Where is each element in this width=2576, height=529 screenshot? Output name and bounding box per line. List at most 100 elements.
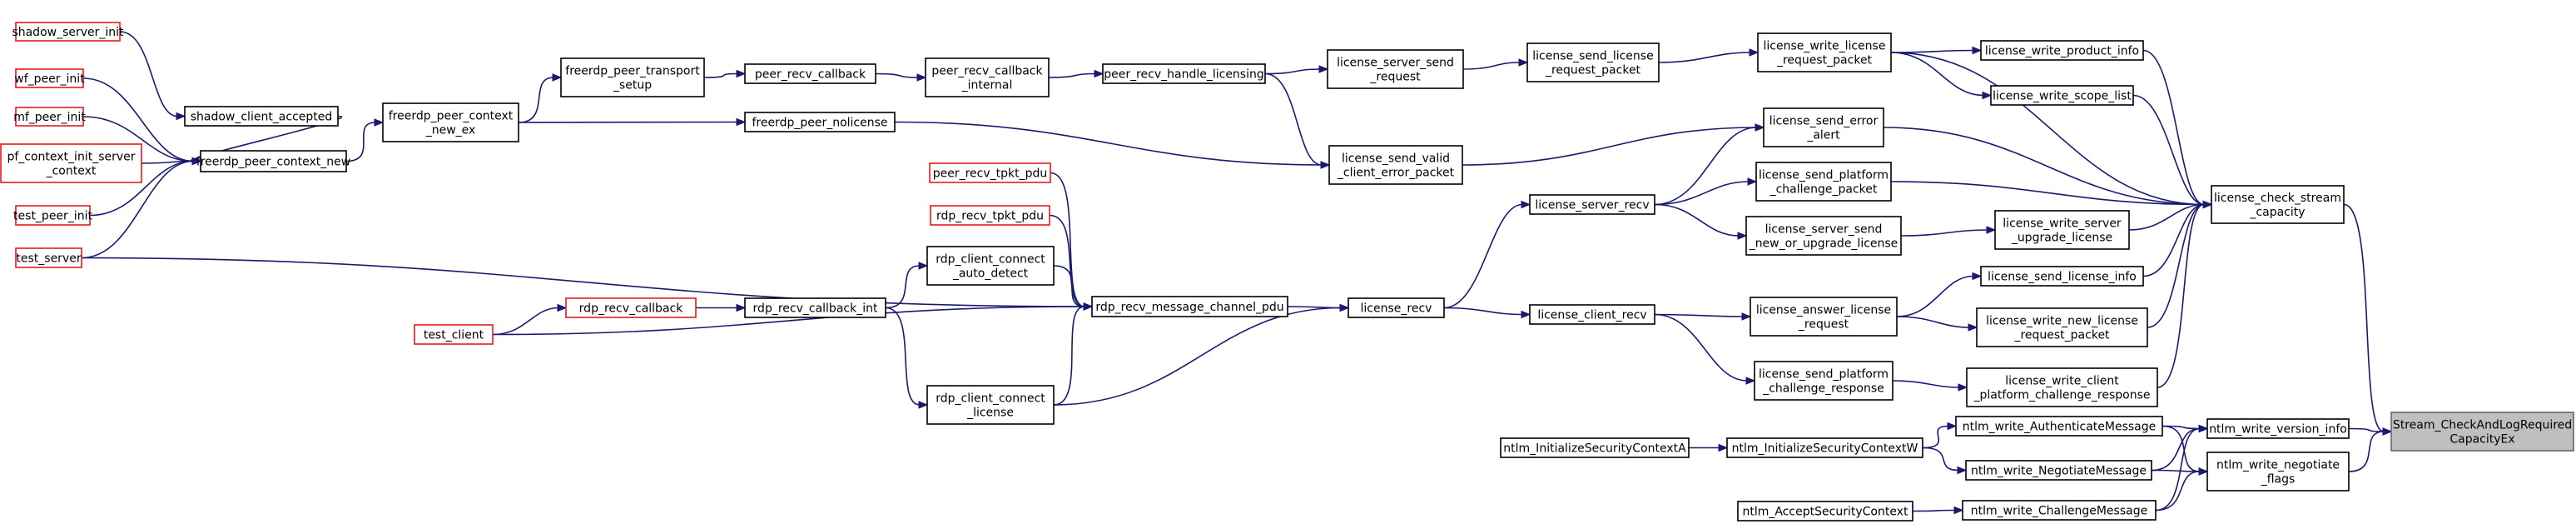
node-box[interactable] [1348, 297, 1445, 318]
node-license_write_product_info[interactable]: license_write_product_info [1980, 40, 2144, 61]
node-ntlm_write_negotiate_flags[interactable]: ntlm_write_negotiate_flags [2206, 452, 2350, 492]
node-license_send_license_info[interactable]: license_send_license_info [1980, 266, 2144, 287]
node-box[interactable] [184, 106, 339, 127]
node-peer_recv_callback_internal[interactable]: peer_recv_callback_internal [925, 57, 1050, 97]
node-test_client[interactable]: test_client [414, 324, 494, 345]
node-box[interactable] [1755, 162, 1892, 202]
node-freerdp_peer_transport_setup[interactable]: freerdp_peer_transport_setup [560, 57, 705, 97]
node-box[interactable] [200, 150, 347, 172]
node-license_check_stream_capacity[interactable]: license_check_stream_capacity [2211, 185, 2345, 224]
node-box[interactable] [925, 57, 1050, 97]
node-box[interactable] [930, 205, 1050, 226]
node-pf_context_init_server_context[interactable]: pf_context_init_server_context [0, 143, 142, 183]
node-box[interactable] [744, 63, 876, 84]
node-box[interactable] [565, 297, 697, 318]
node-box[interactable] [1745, 216, 1902, 256]
node-ntlm_InitializeSecurityContextW[interactable]: ntlm_InitializeSecurityContextW [1726, 437, 1923, 458]
node-ntlm_write_AuthenticateMessage[interactable]: ntlm_write_AuthenticateMessage [1955, 416, 2163, 437]
node-peer_recv_handle_licensing[interactable]: peer_recv_handle_licensing [1102, 63, 1266, 84]
node-box[interactable] [1529, 304, 1655, 325]
node-shadow_server_init[interactable]: shadow_server_init [12, 22, 124, 42]
node-ntlm_write_ChallengeMessage[interactable]: ntlm_write_ChallengeMessage [1962, 500, 2157, 521]
node-box[interactable] [1526, 42, 1660, 82]
node-box[interactable] [1962, 500, 2157, 521]
node-box[interactable] [1737, 501, 1913, 522]
node-mf_peer_init[interactable]: mf_peer_init [13, 107, 86, 127]
node-license_send_error_alert[interactable]: license_send_error_alert [1763, 107, 1884, 147]
node-rdp_client_connect_license[interactable]: rdp_client_connect_license [926, 385, 1055, 425]
node-license_write_new_license_request_packet[interactable]: license_write_new_license_request_packet [1976, 307, 2148, 347]
node-box[interactable] [1976, 307, 2148, 347]
node-box[interactable] [1726, 437, 1923, 458]
node-wf_peer_init[interactable]: wf_peer_init [14, 68, 85, 88]
node-box[interactable] [926, 385, 1055, 425]
node-box[interactable] [1763, 107, 1884, 147]
node-box[interactable] [0, 143, 142, 183]
node-box[interactable] [2211, 185, 2345, 224]
node-box[interactable] [2390, 412, 2574, 452]
node-box[interactable] [1994, 210, 2130, 250]
node-peer_recv_tpkt_pdu[interactable]: peer_recv_tpkt_pdu [929, 162, 1051, 183]
node-peer_recv_callback[interactable]: peer_recv_callback [744, 63, 876, 84]
node-license_write_client_platform_challenge_response[interactable]: license_write_client_platform_challenge_… [1966, 367, 2158, 407]
node-ntlm_write_version_info[interactable]: ntlm_write_version_info [2206, 418, 2350, 439]
node-ntlm_AcceptSecurityContext[interactable]: ntlm_AcceptSecurityContext [1737, 501, 1913, 522]
node-box[interactable] [1955, 416, 2163, 437]
node-box[interactable] [15, 247, 82, 268]
node-license_answer_license_request[interactable]: license_answer_license_request [1750, 297, 1898, 337]
node-box[interactable] [1091, 296, 1288, 317]
node-license_server_send_request[interactable]: license_server_send_request [1327, 49, 1464, 89]
node-license_write_server_upgrade_license[interactable]: license_write_server_upgrade_license [1994, 210, 2130, 250]
node-ntlm_InitializeSecurityContextA[interactable]: ntlm_InitializeSecurityContextA [1500, 437, 1690, 458]
node-license_send_valid_client_error_packet[interactable]: license_send_valid_client_error_packet [1328, 145, 1463, 185]
node-freerdp_peer_context_new_ex[interactable]: freerdp_peer_context_new_ex [382, 102, 519, 142]
node-test_server[interactable]: test_server [15, 247, 82, 268]
node-box[interactable] [1990, 85, 2134, 106]
node-license_client_recv[interactable]: license_client_recv [1529, 304, 1655, 325]
node-ntlm_write_NegotiateMessage[interactable]: ntlm_write_NegotiateMessage [1965, 460, 2152, 481]
node-box[interactable] [2206, 452, 2350, 492]
node-box[interactable] [744, 112, 896, 132]
node-box[interactable] [560, 57, 705, 97]
node-license_write_scope_list[interactable]: license_write_scope_list [1990, 85, 2134, 106]
node-box[interactable] [1980, 266, 2144, 287]
node-freerdp_peer_context_new[interactable]: freerdp_peer_context_new [196, 150, 350, 172]
node-box[interactable] [1757, 32, 1892, 72]
node-freerdp_peer_nolicense[interactable]: freerdp_peer_nolicense [744, 112, 896, 132]
node-box[interactable] [744, 297, 886, 318]
node-license_server_send_new_or_upgrade_license[interactable]: license_server_send_new_or_upgrade_licen… [1745, 216, 1902, 256]
node-box[interactable] [15, 107, 84, 127]
node-box[interactable] [1500, 437, 1690, 458]
node-box[interactable] [1965, 460, 2152, 481]
node-box[interactable] [1102, 63, 1266, 84]
node-rdp_recv_callback[interactable]: rdp_recv_callback [565, 297, 697, 318]
node-license_recv[interactable]: license_recv [1348, 297, 1445, 318]
node-rdp_recv_tpkt_pdu[interactable]: rdp_recv_tpkt_pdu [930, 205, 1050, 226]
node-license_send_platform_challenge_response[interactable]: license_send_platform_challenge_response [1754, 361, 1894, 401]
node-rdp_client_connect_auto_detect[interactable]: rdp_client_connect_auto_detect [926, 246, 1055, 286]
node-rdp_recv_message_channel_pdu[interactable]: rdp_recv_message_channel_pdu [1091, 296, 1288, 317]
node-box[interactable] [1980, 40, 2144, 61]
node-box[interactable] [15, 205, 91, 226]
node-test_peer_init[interactable]: test_peer_init [13, 205, 92, 226]
node-box[interactable] [1754, 361, 1894, 401]
node-box[interactable] [15, 68, 84, 88]
node-box[interactable] [929, 162, 1051, 183]
node-box[interactable] [1328, 145, 1463, 185]
node-license_write_license_request_packet[interactable]: license_write_license_request_packet [1757, 32, 1892, 72]
node-license_send_license_request_packet[interactable]: license_send_license_request_packet [1526, 42, 1660, 82]
node-box[interactable] [2206, 418, 2350, 439]
node-box[interactable] [15, 22, 121, 42]
node-box[interactable] [1966, 367, 2158, 407]
node-shadow_client_accepted[interactable]: shadow_client_accepted [184, 106, 339, 127]
node-box[interactable] [1327, 49, 1464, 89]
node-box[interactable] [382, 102, 519, 142]
node-license_send_platform_challenge_packet[interactable]: license_send_platform_challenge_packet [1755, 162, 1892, 202]
node-box[interactable] [1750, 297, 1898, 337]
node-box[interactable] [1529, 194, 1655, 215]
node-license_server_recv[interactable]: license_server_recv [1529, 194, 1655, 215]
node-box[interactable] [926, 246, 1055, 286]
node-rdp_recv_callback_int[interactable]: rdp_recv_callback_int [744, 297, 886, 318]
node-box[interactable] [414, 324, 494, 345]
